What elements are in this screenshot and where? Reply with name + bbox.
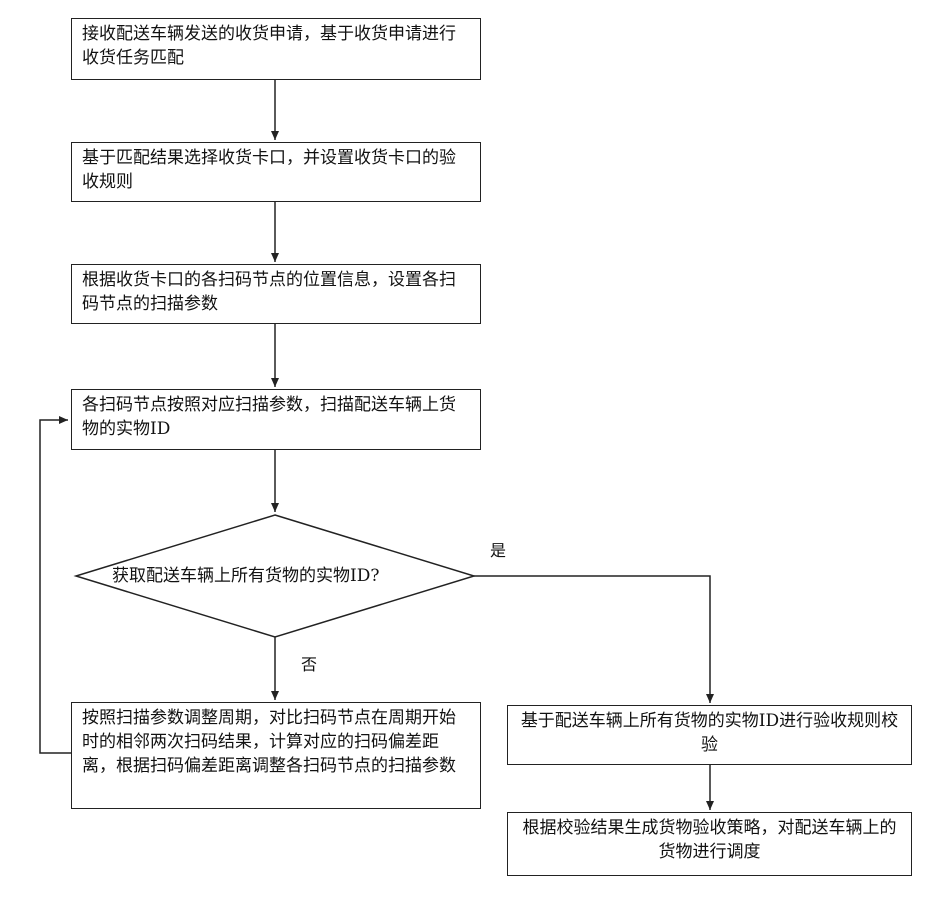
label-yes: 是 — [490, 541, 506, 561]
step-select-checkpoint: 基于匹配结果选择收货卡口，并设置收货卡口的验收规则 — [71, 142, 481, 202]
step-select-checkpoint-text: 基于匹配结果选择收货卡口，并设置收货卡口的验收规则 — [82, 148, 456, 192]
step-rule-verification-text: 基于配送车辆上所有货物的实物ID进行验收规则校验 — [521, 711, 898, 755]
step-generate-strategy: 根据校验结果生成货物验收策略，对配送车辆上的货物进行调度 — [507, 812, 912, 876]
decision-text: 获取配送车辆上所有货物的实物ID? — [112, 564, 379, 588]
step-adjust-scan-params-text: 按照扫描参数调整周期，对比扫码节点在周期开始时的相邻两次扫码结果，计算对应的扫码… — [82, 708, 456, 776]
step-adjust-scan-params: 按照扫描参数调整周期，对比扫码节点在周期开始时的相邻两次扫码结果，计算对应的扫码… — [71, 702, 481, 809]
arrow-loop-back — [40, 420, 71, 753]
step-set-scan-params-text: 根据收货卡口的各扫码节点的位置信息，设置各扫码节点的扫描参数 — [82, 270, 456, 314]
step-generate-strategy-text: 根据校验结果生成货物验收策略，对配送车辆上的货物进行调度 — [523, 818, 897, 862]
step-set-scan-params: 根据收货卡口的各扫码节点的位置信息，设置各扫码节点的扫描参数 — [71, 264, 481, 324]
step-scan-goods-id-text: 各扫码节点按照对应扫描参数，扫描配送车辆上货物的实物ID — [82, 395, 456, 439]
label-no: 否 — [301, 655, 317, 675]
step-receive-application: 接收配送车辆发送的收货申请，基于收货申请进行收货任务匹配 — [71, 18, 481, 80]
step-scan-goods-id: 各扫码节点按照对应扫描参数，扫描配送车辆上货物的实物ID — [71, 389, 481, 450]
arrow-decision-yes — [474, 576, 710, 703]
step-rule-verification: 基于配送车辆上所有货物的实物ID进行验收规则校验 — [507, 705, 912, 765]
step-receive-application-text: 接收配送车辆发送的收货申请，基于收货申请进行收货任务匹配 — [82, 24, 456, 68]
